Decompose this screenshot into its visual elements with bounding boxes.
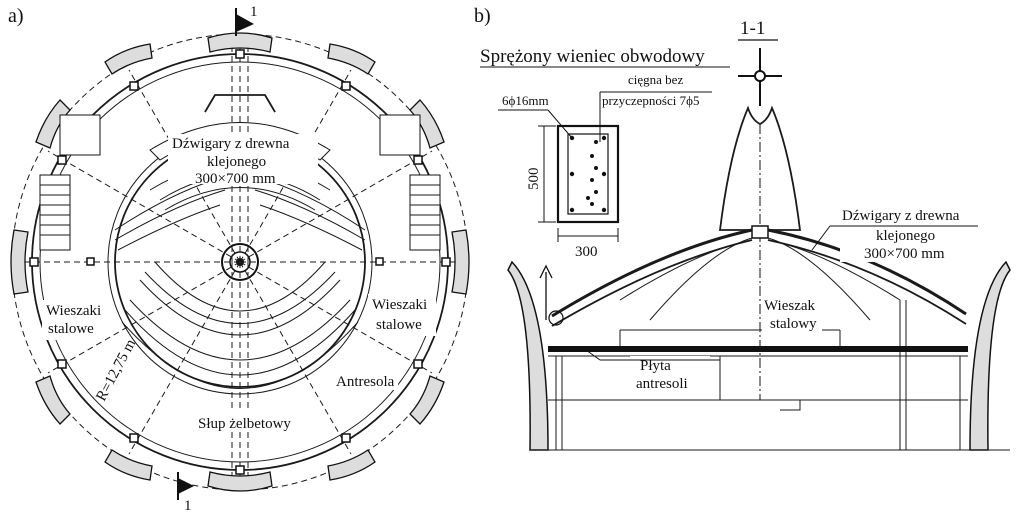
hangers-right-bg: [368, 294, 436, 336]
column-label-bg: [196, 412, 298, 432]
roof-arc-left: [649, 237, 753, 321]
beams-label-b-3: 300×700 mm: [864, 246, 945, 262]
outer-wall-left: [507, 260, 549, 451]
mezzanine-label-bg: [334, 372, 398, 390]
hangers-right-2: stalowe: [376, 317, 422, 333]
entrance-portal: [204, 94, 276, 113]
beams-label-a-3: 300×700 mm: [195, 171, 276, 187]
cross-icon: [738, 48, 782, 106]
outer-wall-right: [969, 260, 1011, 451]
beams-label-b-1: Dźwigary z drewna: [842, 208, 960, 224]
beams-label-b-2: klejonego: [876, 228, 935, 244]
mezzanine-label: Antresola: [336, 374, 395, 390]
rebar-label: 6ϕ16mm: [502, 93, 549, 108]
tendons-label-1: cięgna bez: [628, 72, 683, 87]
beams-label-bg: [168, 134, 318, 184]
radius-label: R=12,75 m: [93, 336, 139, 404]
beams-label-b-bg: [840, 204, 978, 262]
roof-beam-left: [551, 228, 753, 318]
roof-arc-right: [767, 237, 871, 321]
ring-beam-detail: 6ϕ16mm cięgna bez przyczepności 7ϕ5 500 …: [498, 72, 712, 260]
ring-title: Sprężony wieniec obwodowy: [480, 46, 705, 67]
hangers-left-1: Wieszaki: [46, 303, 101, 319]
roof-beam-right-lower: [767, 239, 967, 325]
ring-node: [751, 225, 769, 239]
hanger-label-bg: [762, 296, 822, 332]
stairs: [39, 114, 441, 251]
slab-label-2: antresoli: [636, 376, 688, 392]
arrow-up-icon: [539, 264, 564, 326]
section-marker-top-label: 1: [250, 4, 258, 20]
perimeter-buttresses: [10, 32, 470, 492]
slab-label-1: Płyta: [640, 358, 671, 374]
panel-a-tag: a): [8, 5, 24, 27]
section-view: b) 1-1 Sprężony wieniec obwodowy: [474, 5, 1011, 451]
beams-label-a-1: Dźwigary z drewna: [172, 136, 290, 152]
section-marker-top: 1: [235, 4, 258, 36]
hangers-left-2: stalowe: [48, 321, 94, 337]
section-marker-bottom-label: 1: [184, 498, 192, 514]
plan-view: a): [8, 4, 470, 514]
mezzanine-slab: [548, 346, 968, 352]
tendons-label-2: przyczepności 7ϕ5: [602, 93, 699, 108]
spire: [718, 105, 802, 231]
hangers-left-bg: [42, 300, 98, 340]
section-title: 1-1: [740, 18, 765, 39]
hanger-label-2: stalowy: [770, 316, 817, 332]
column-nodes: [29, 49, 451, 475]
column-label: Słup żelbetowy: [198, 416, 291, 432]
dim-width: 300: [575, 244, 598, 260]
hanger-label-1: Wieszak: [764, 298, 816, 314]
beams-label-a-2: klejonego: [207, 154, 266, 170]
slab-label-bg: [630, 356, 710, 394]
dim-height: 500: [526, 168, 542, 191]
section-marker-bottom: 1: [177, 472, 194, 514]
panel-b-tag: b): [474, 5, 491, 27]
hangers-right-1: Wieszaki: [372, 297, 427, 313]
